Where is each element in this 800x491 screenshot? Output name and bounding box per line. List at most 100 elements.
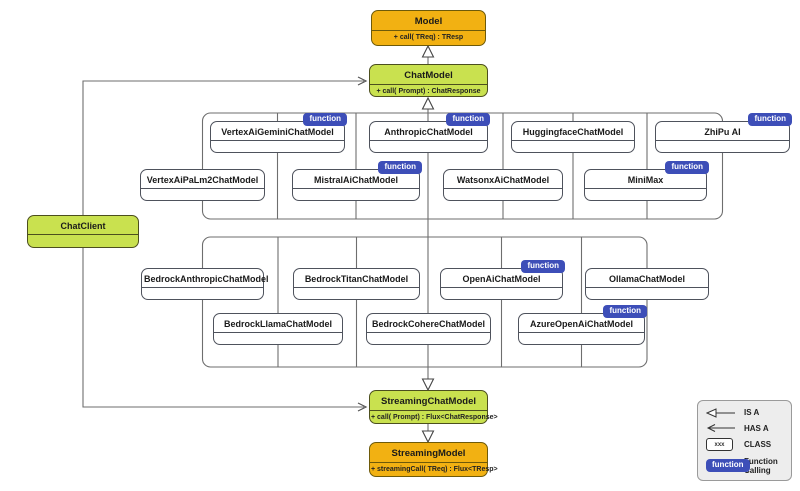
- empty-compartment: [370, 141, 487, 153]
- class-method: + call( Prompt) : Flux<ChatResponse>: [371, 414, 498, 421]
- compartment-divider: [444, 188, 562, 189]
- compartment-divider: [370, 462, 487, 463]
- class-box-watsonxaichatmodel: WatsonxAiChatModel: [443, 169, 563, 201]
- has-a-arrow-icon: [706, 423, 736, 433]
- has-a-arrow-streamingchatmodel: [357, 402, 368, 412]
- empty-compartment: [214, 333, 342, 345]
- class-box-ollamachatmodel: OllamaChatModel: [585, 268, 709, 300]
- compartment-divider: [214, 332, 342, 333]
- compartment-divider: [367, 332, 490, 333]
- empty-compartment: [444, 189, 562, 201]
- class-title: OllamaChatModel: [608, 274, 685, 284]
- empty-compartment: [585, 189, 706, 201]
- function-calling-badge: function: [603, 305, 647, 318]
- class-box-streamingchatmodel: StreamingChatModel + call( Prompt) : Flu…: [369, 390, 498, 424]
- class-box-minimax: function MiniMax: [584, 161, 709, 201]
- empty-compartment: [211, 141, 344, 153]
- class-box-icon: xxx: [706, 438, 736, 452]
- compartment-divider: [293, 188, 419, 189]
- is-a-arrow-icon: [706, 408, 736, 418]
- empty-compartment: [28, 235, 138, 247]
- empty-compartment: [656, 141, 789, 153]
- has-a-arrow-chatmodel: [357, 76, 368, 86]
- class-title: HuggingfaceChatModel: [522, 127, 624, 137]
- class-title: OpenAiChatModel: [462, 274, 541, 284]
- compartment-divider: [372, 30, 485, 31]
- compartment-divider: [142, 287, 263, 288]
- class-box-mistralaichatmodel: function MistralAiChatModel: [292, 161, 422, 201]
- class-title: MistralAiChatModel: [313, 175, 398, 185]
- is-a-triangle-model: [421, 44, 435, 58]
- class-title: MiniMax: [627, 175, 664, 185]
- compartment-divider: [28, 234, 138, 235]
- class-box-azureopenaichatmodel: function AzureOpenAiChatModel: [518, 305, 647, 345]
- cluster2-outline: [201, 236, 648, 368]
- class-box-chatclient: ChatClient: [27, 215, 139, 248]
- class-box-anthropicchatmodel: function AnthropicChatModel: [369, 113, 490, 153]
- class-title: StreamingChatModel: [380, 396, 476, 407]
- class-box-vertexaigeminichatmodel: function VertexAiGeminiChatModel: [210, 113, 347, 153]
- compartment-divider: [441, 287, 562, 288]
- class-title: BedrockCohereChatModel: [371, 319, 486, 329]
- class-title: WatsonxAiChatModel: [456, 175, 550, 185]
- class-method: + call( Prompt) : ChatResponse: [376, 88, 481, 95]
- class-box-bedrockcoherechatmodel: BedrockCohereChatModel: [366, 313, 491, 345]
- legend-row-function: function Function Calling: [706, 457, 783, 475]
- empty-compartment: [512, 141, 634, 153]
- legend-is-a-label: IS A: [744, 408, 760, 418]
- function-calling-badge: function: [378, 161, 422, 174]
- compartment-divider: [519, 332, 644, 333]
- empty-compartment: [293, 189, 419, 201]
- class-title: AnthropicChatModel: [384, 127, 473, 137]
- compartment-divider: [585, 188, 706, 189]
- class-title: ChatClient: [60, 221, 106, 231]
- compartment-divider: [141, 188, 264, 189]
- compartment-divider: [211, 140, 344, 141]
- class-title: BedrockAnthropicChatModel: [144, 274, 269, 284]
- class-box-bedrockanthropicchatmodel: BedrockAnthropicChatModel: [141, 268, 269, 300]
- is-a-triangle-streamingchatmodel: [421, 378, 435, 392]
- empty-compartment: [441, 288, 562, 300]
- function-calling-badge: function: [446, 113, 490, 126]
- compartment-divider: [656, 140, 789, 141]
- class-title: BedrockLlamaChatModel: [223, 319, 333, 329]
- compartment-divider: [370, 410, 487, 411]
- class-title: VertexAiGeminiChatModel: [221, 127, 334, 137]
- legend-has-a-label: HAS A: [744, 423, 769, 433]
- class-box-chatmodel: ChatModel + call( Prompt) : ChatResponse: [369, 64, 488, 97]
- class-box-zhipuai: function ZhiPu AI: [655, 113, 792, 153]
- function-calling-badge: function: [748, 113, 792, 126]
- class-box-huggingfacechatmodel: HuggingfaceChatModel: [511, 121, 635, 153]
- compartment-divider: [586, 287, 708, 288]
- class-box-bedrockllamachatmodel: BedrockLlamaChatModel: [213, 313, 343, 345]
- legend-class-label: CLASS: [744, 440, 772, 450]
- class-method: + call( TReq) : TResp: [393, 34, 464, 41]
- empty-compartment: [141, 189, 264, 201]
- empty-compartment: [519, 333, 644, 345]
- empty-compartment: [142, 288, 263, 300]
- empty-compartment: [294, 288, 419, 300]
- compartment-divider: [370, 84, 487, 85]
- class-title: Model: [414, 16, 443, 27]
- class-box-openaichatmodel: function OpenAiChatModel: [440, 260, 565, 300]
- class-method: + streamingCall( TReq) : Flux<TResp>: [371, 466, 498, 473]
- class-title: ChatModel: [404, 70, 453, 81]
- function-calling-badge: function: [303, 113, 347, 126]
- class-title: ZhiPu AI: [704, 127, 741, 137]
- compartment-divider: [512, 140, 634, 141]
- class-title: StreamingModel: [391, 448, 466, 459]
- class-box-streamingmodel: StreamingModel + streamingCall( TReq) : …: [369, 442, 498, 477]
- function-calling-badge: function: [521, 260, 565, 273]
- function-calling-badge: function: [665, 161, 709, 174]
- legend-row-has-a: HAS A: [706, 423, 783, 433]
- class-box-bedrocktitanchatmodel: BedrockTitanChatModel: [293, 268, 420, 300]
- legend-row-is-a: IS A: [706, 408, 783, 418]
- empty-compartment: [586, 288, 708, 300]
- class-box-model: Model + call( TReq) : TResp: [371, 10, 486, 46]
- legend: IS A HAS A xxx CLASS function Function C…: [697, 400, 792, 481]
- legend-function-label: Function Calling: [744, 456, 778, 475]
- is-a-triangle-streamingmodel: [421, 430, 435, 444]
- class-title: BedrockTitanChatModel: [304, 274, 409, 284]
- is-a-triangle-chatmodel: [421, 96, 435, 110]
